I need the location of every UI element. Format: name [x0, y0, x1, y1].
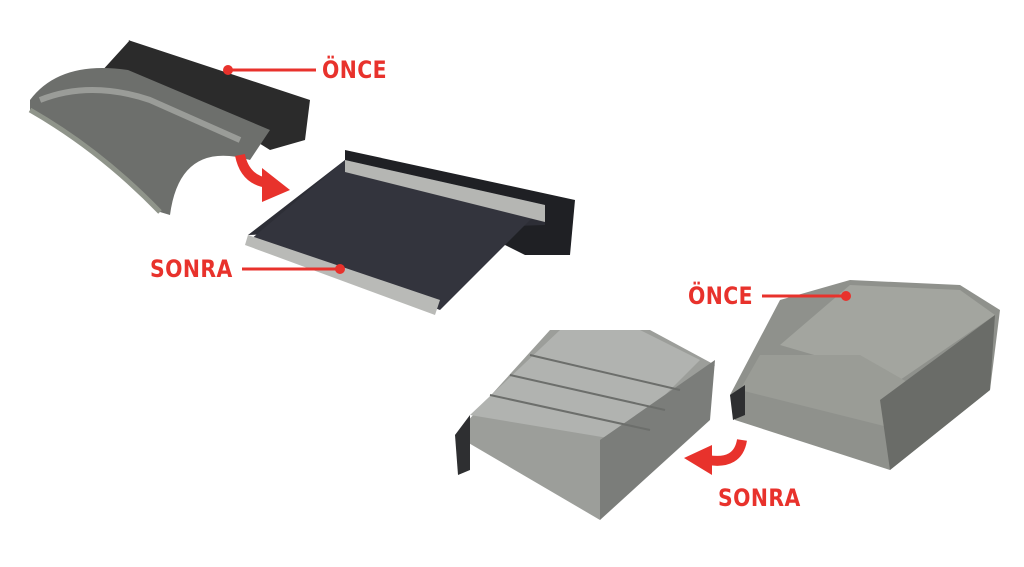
telescopic-cover-before-image: [730, 280, 1000, 470]
worn-wiper-before-image: [28, 40, 310, 215]
label-after-2: SONRA: [718, 484, 801, 512]
label-after-1: SONRA: [150, 255, 233, 283]
new-wiper-after-image: [245, 150, 575, 315]
marker-dot: [335, 264, 345, 274]
telescopic-cover-after-image: [455, 330, 715, 520]
curved-arrow-icon: [235, 153, 290, 202]
label-before-1: ÖNCE: [322, 56, 388, 84]
curved-arrow-icon: [684, 438, 747, 475]
label-before-2: ÖNCE: [688, 282, 754, 310]
marker-dot: [223, 65, 233, 75]
leader-lines: [228, 68, 846, 298]
marker-dot: [841, 291, 851, 301]
